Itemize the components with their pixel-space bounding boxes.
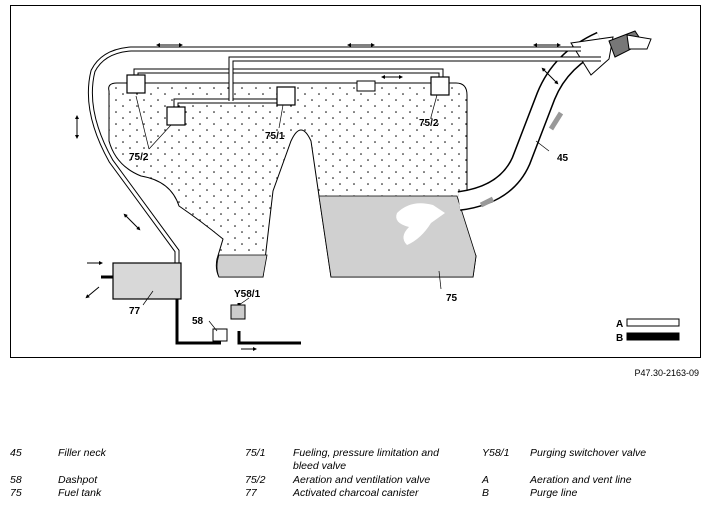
legend: 45 Filler neck 58 Dashpot 75 Fuel tank 7… — [10, 447, 701, 503]
valve-75-2-left — [126, 74, 146, 94]
line-fitting — [356, 80, 376, 92]
valve-75-2-right — [430, 76, 450, 96]
legend-text: Activated charcoal canister — [293, 487, 419, 499]
legend-text-cont: bleed valve — [293, 460, 347, 472]
fuel-level-right — [318, 195, 477, 278]
flow-arrow-neck — [548, 111, 564, 131]
legend-code: 77 — [245, 487, 257, 499]
dashpot — [212, 328, 228, 342]
legend-text: Fuel tank — [58, 487, 102, 499]
legend-code: 45 — [10, 447, 22, 459]
callout-line-b: B — [616, 333, 623, 344]
figure-code: P47.30-2163-09 — [634, 368, 699, 378]
callout-58: 58 — [192, 316, 204, 327]
line-a-swatch — [626, 318, 680, 327]
callout-77: 77 — [129, 306, 141, 317]
legend-text: Fueling, pressure limitation and — [293, 447, 439, 459]
fuel-splash — [396, 203, 445, 245]
legend-code: 75 — [10, 487, 22, 499]
filler-neck — [457, 30, 652, 211]
legend-text: Filler neck — [58, 447, 106, 459]
legend-text: Purging switchover valve — [530, 447, 647, 459]
legend-code: Y58/1 — [482, 447, 510, 459]
legend-code: B — [482, 487, 490, 499]
vent-line-a — [87, 46, 601, 271]
flow-arrows — [75, 43, 561, 351]
legend-code: 58 — [10, 474, 22, 486]
legend-text: Aeration and vent line — [530, 474, 632, 486]
charcoal-canister — [101, 262, 182, 300]
callout-75-2-left: 75/2 — [129, 152, 149, 163]
diagram-canvas: 45 58 75 75/1 75/2 75/2 77 Y58/1 A B — [75, 30, 680, 351]
legend-text: Purge line — [530, 487, 578, 499]
callout-75-1: 75/1 — [265, 131, 285, 142]
callout-45: 45 — [557, 153, 569, 164]
leader-lines — [135, 94, 550, 332]
fuel-system-diagram: 45 58 75 75/1 75/2 75/2 77 Y58/1 A B — [10, 5, 701, 358]
valve-75-2-left-lower — [166, 106, 186, 126]
legend-text: Dashpot — [58, 474, 98, 486]
callout-line-a: A — [616, 319, 623, 330]
fuel-tank — [108, 82, 477, 278]
legend-code: A — [482, 474, 490, 486]
line-b-swatch — [626, 332, 680, 341]
legend-text: Aeration and ventilation valve — [293, 474, 431, 486]
legend-code: 75/1 — [245, 447, 266, 459]
fuel-level-left — [216, 254, 268, 278]
valve-75-1 — [276, 86, 296, 106]
callout-75-2-right: 75/2 — [419, 118, 439, 129]
legend-code: 75/2 — [245, 474, 266, 486]
callout-y58-1: Y58/1 — [234, 289, 261, 300]
callout-75: 75 — [446, 293, 458, 304]
purge-switchover-valve — [230, 304, 246, 320]
